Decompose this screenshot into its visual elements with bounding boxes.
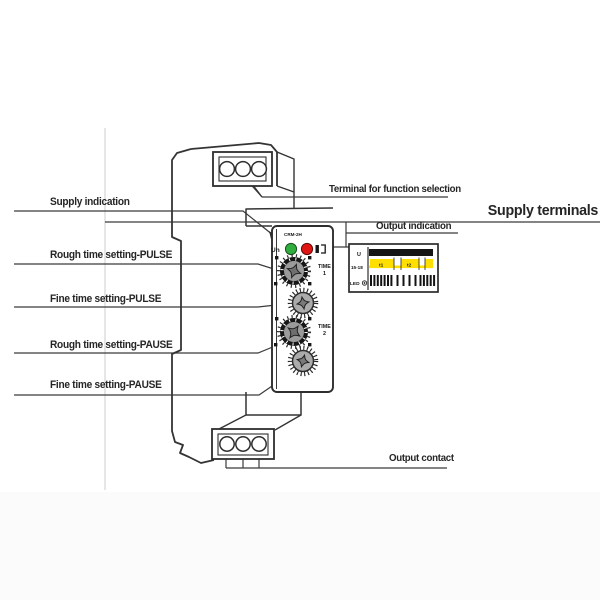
time1-num: 1 — [323, 271, 326, 277]
rough-pause-knob — [277, 315, 311, 349]
supply-terminals-label: Supply terminals — [487, 202, 599, 219]
t2-label: t2 — [407, 263, 412, 269]
range-mark — [274, 282, 278, 286]
device-body — [171, 142, 334, 464]
knob-slot — [287, 325, 301, 339]
model-label: CRM-2H — [284, 232, 303, 237]
range-mark — [275, 256, 279, 260]
range-mark — [274, 343, 278, 347]
supply-led-icon — [284, 242, 298, 256]
output-screw-1-icon — [219, 436, 235, 452]
upper-collar — [245, 207, 334, 226]
rough-pulse-line — [14, 263, 278, 271]
supply-indication-label: Supply indication — [50, 196, 130, 208]
relay-output-icon — [315, 244, 326, 254]
knob-slot — [295, 295, 311, 311]
pointer-lines — [14, 176, 600, 469]
rough-pause-label: Rough time setting-PAUSE — [50, 339, 173, 351]
range-mark — [308, 343, 312, 347]
rough-pulse-label: Rough time setting-PULSE — [50, 249, 173, 261]
timing-legend-box: U 15-18 t1 t2 LED — [348, 243, 439, 293]
legend-row-contact: 15-18 — [351, 265, 363, 270]
lower-diagonals — [218, 414, 302, 431]
time2-word: TIME — [318, 324, 331, 330]
page-bottom-shade — [0, 492, 600, 600]
legend-row-led: LED — [350, 281, 360, 287]
led-indicator-icon — [361, 280, 368, 286]
range-mark — [308, 282, 312, 286]
time1-word: TIME — [318, 264, 331, 270]
lower-collar — [245, 392, 302, 416]
supply-indication-line — [14, 210, 274, 236]
t1-label: t1 — [379, 263, 384, 269]
timing-dividers — [393, 257, 426, 270]
fine-pulse-label: Fine time setting-PULSE — [50, 293, 162, 305]
range-mark — [308, 317, 312, 321]
device-3d-edges — [276, 151, 295, 209]
knob-slot — [295, 353, 311, 369]
pulse-t3-bar — [425, 259, 433, 268]
supply-voltage-bar — [369, 249, 433, 256]
output-screw-3-icon — [251, 436, 267, 452]
supply-screw-left-icon — [218, 160, 236, 178]
fine-pulse-knob — [287, 287, 319, 319]
function-screw-icon — [234, 160, 252, 178]
output-screw-2-icon — [235, 436, 251, 452]
led-blink-pattern — [370, 275, 436, 286]
knob-slot — [286, 263, 302, 279]
time2-num: 2 — [323, 331, 326, 337]
output-indication-label: Output indication — [376, 220, 452, 232]
device-left-profile — [171, 148, 215, 464]
rough-pulse-knob — [277, 254, 311, 288]
device-top-edge — [190, 142, 278, 186]
bottom-terminal-block — [211, 428, 275, 460]
un-label: Un — [271, 247, 280, 254]
output-contact-label: Output contact — [389, 452, 454, 464]
output-led-icon — [300, 242, 314, 256]
pulse-t2-bar — [401, 259, 419, 268]
range-mark — [308, 256, 312, 260]
front-panel: CRM-2H Un TIME 1 — [271, 225, 334, 393]
supply-screw-right-icon — [250, 160, 268, 178]
legend-row-supply: U — [357, 252, 361, 258]
fine-pause-knob — [287, 345, 319, 377]
range-mark — [275, 317, 279, 321]
top-terminal-block — [212, 151, 273, 187]
pulse-t1-bar — [370, 259, 394, 268]
fine-pause-label: Fine time setting-PAUSE — [50, 379, 162, 391]
terminal-function-label: Terminal for function selection — [329, 183, 461, 195]
